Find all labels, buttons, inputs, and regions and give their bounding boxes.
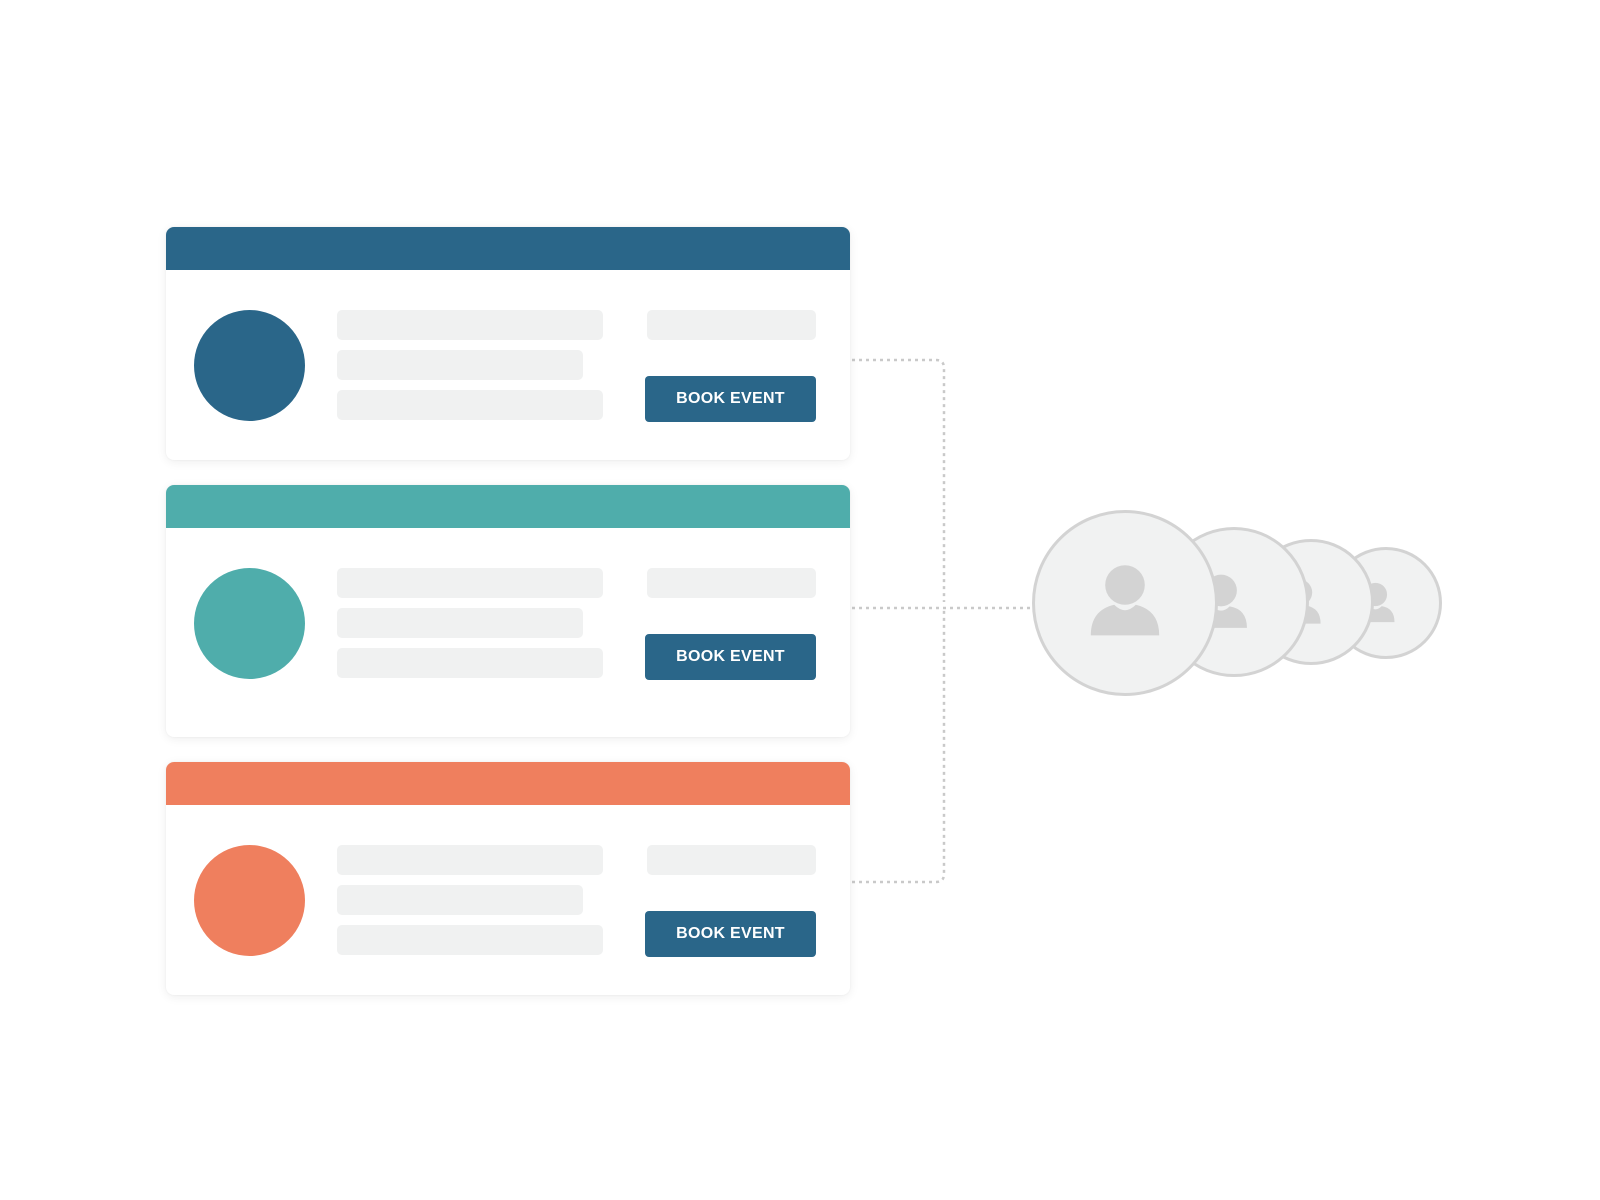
text-placeholder [337,568,603,598]
card-avatar [194,310,305,421]
user-icon [1090,565,1160,636]
text-placeholder [647,568,816,598]
connector-line-card-1 [852,358,946,602]
event-card-2: BOOK EVENT [166,485,850,737]
book-event-button[interactable]: BOOK EVENT [645,376,816,422]
text-placeholder [337,845,603,875]
text-placeholder [647,845,816,875]
text-placeholder [647,310,816,340]
event-card-1: BOOK EVENT [166,227,850,460]
book-event-button[interactable]: BOOK EVENT [645,911,816,957]
card-avatar [194,845,305,956]
text-placeholder [337,925,603,955]
card-avatar [194,568,305,679]
text-placeholder [337,350,583,380]
card-header-bar [166,485,850,528]
card-header-bar [166,762,850,805]
card-header-bar [166,227,850,270]
attendee-avatar-1 [1032,510,1218,696]
book-event-button[interactable]: BOOK EVENT [645,634,816,680]
text-placeholder [337,390,603,420]
connector-line-card-3 [852,610,946,884]
text-placeholder [337,885,583,915]
text-placeholder [337,310,603,340]
text-placeholder [337,608,583,638]
text-placeholder [337,648,603,678]
event-card-3: BOOK EVENT [166,762,850,995]
